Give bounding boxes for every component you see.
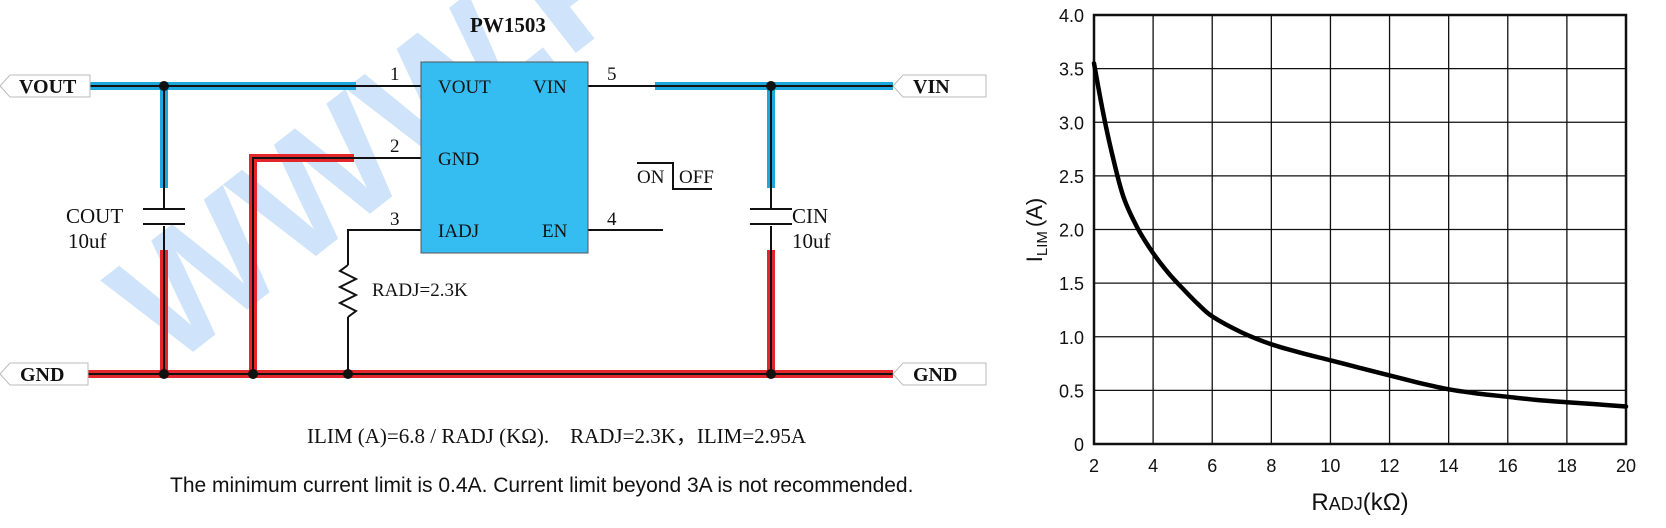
y-tick-label: 3.5 [1059, 60, 1084, 80]
y-tick-labels: 0 0.5 1.0 1.5 2.0 2.5 3.0 3.5 4.0 [1059, 6, 1084, 455]
switch-on-label: ON [637, 167, 665, 188]
x-tick-label: 14 [1439, 456, 1459, 476]
y-tick-label: 2.5 [1059, 167, 1084, 187]
port-gnd-right-label: GND [913, 364, 957, 386]
pin-2-number: 2 [390, 136, 400, 157]
x-tick-label: 2 [1089, 456, 1099, 476]
port-vout: VOUT [0, 74, 91, 98]
pin-1-name: VOUT [438, 77, 491, 98]
y-tick-label: 3.0 [1059, 113, 1084, 133]
pin-4-number: 4 [607, 209, 617, 230]
switch-off-label: OFF [679, 167, 714, 188]
plot-grid [1093, 14, 1627, 445]
x-tick-label: 8 [1266, 456, 1276, 476]
y-tick-label: 4.0 [1059, 6, 1084, 26]
circuit-diagram: PW1503 1 VOUT 2 GND 3 IADJ 5 VIN 4 EN VO… [0, 13, 987, 386]
port-vin: VIN [892, 74, 987, 98]
port-vin-label: VIN [913, 76, 950, 98]
ic-name: PW1503 [470, 13, 546, 37]
ilim-curve [1091, 61, 1629, 409]
y-tick-label: 2.0 [1059, 221, 1084, 241]
y-tick-label: 0.5 [1059, 381, 1084, 401]
y-tick-label: 0 [1074, 435, 1084, 455]
pin-5-name: VIN [533, 77, 567, 98]
cin-value: 10uf [792, 229, 831, 253]
pin-1-number: 1 [390, 64, 400, 85]
pin-4-name: EN [542, 221, 568, 242]
x-tick-label: 6 [1207, 456, 1217, 476]
y-tick-label: 1.0 [1059, 328, 1084, 348]
port-gnd-right: GND [892, 362, 987, 386]
port-vout-label: VOUT [19, 76, 77, 98]
ilim-vs-radj-chart: 0 0.5 1.0 1.5 2.0 2.5 3.0 3.5 4.0 2 4 6 8 10 12 14 16 18… [1022, 6, 1636, 516]
pin-3-number: 3 [390, 209, 400, 230]
pin-2-name: GND [438, 149, 479, 170]
note-caption: The minimum current limit is 0.4A. Curre… [170, 474, 914, 497]
cout-value: 10uf [68, 229, 107, 253]
pin-5-number: 5 [607, 64, 617, 85]
port-gnd-left: GND [0, 362, 89, 386]
resistor-label: RADJ=2.3K [372, 280, 468, 301]
x-tick-labels: 2 4 6 8 10 12 14 16 18 20 [1089, 456, 1636, 476]
cin-name: CIN [792, 204, 828, 228]
ic-body [420, 61, 589, 254]
junction-dots [159, 81, 776, 379]
x-tick-label: 12 [1380, 456, 1400, 476]
y-tick-label: 1.5 [1059, 274, 1084, 294]
x-tick-label: 4 [1148, 456, 1158, 476]
x-tick-label: 16 [1498, 456, 1518, 476]
wiring [88, 85, 893, 375]
x-tick-label: 20 [1616, 456, 1636, 476]
x-axis-label: RADJ(kΩ) [1311, 489, 1408, 516]
y-axis-label: ILIM(A) [1022, 198, 1051, 262]
cout-name: COUT [66, 204, 123, 228]
x-tick-label: 18 [1557, 456, 1577, 476]
port-gnd-left-label: GND [20, 364, 64, 386]
x-tick-label: 10 [1320, 456, 1340, 476]
pin-3-name: IADJ [438, 221, 479, 242]
formula-caption: ILIM (A)=6.8 / RADJ (KΩ). RADJ=2.3K，ILIM… [307, 424, 807, 448]
